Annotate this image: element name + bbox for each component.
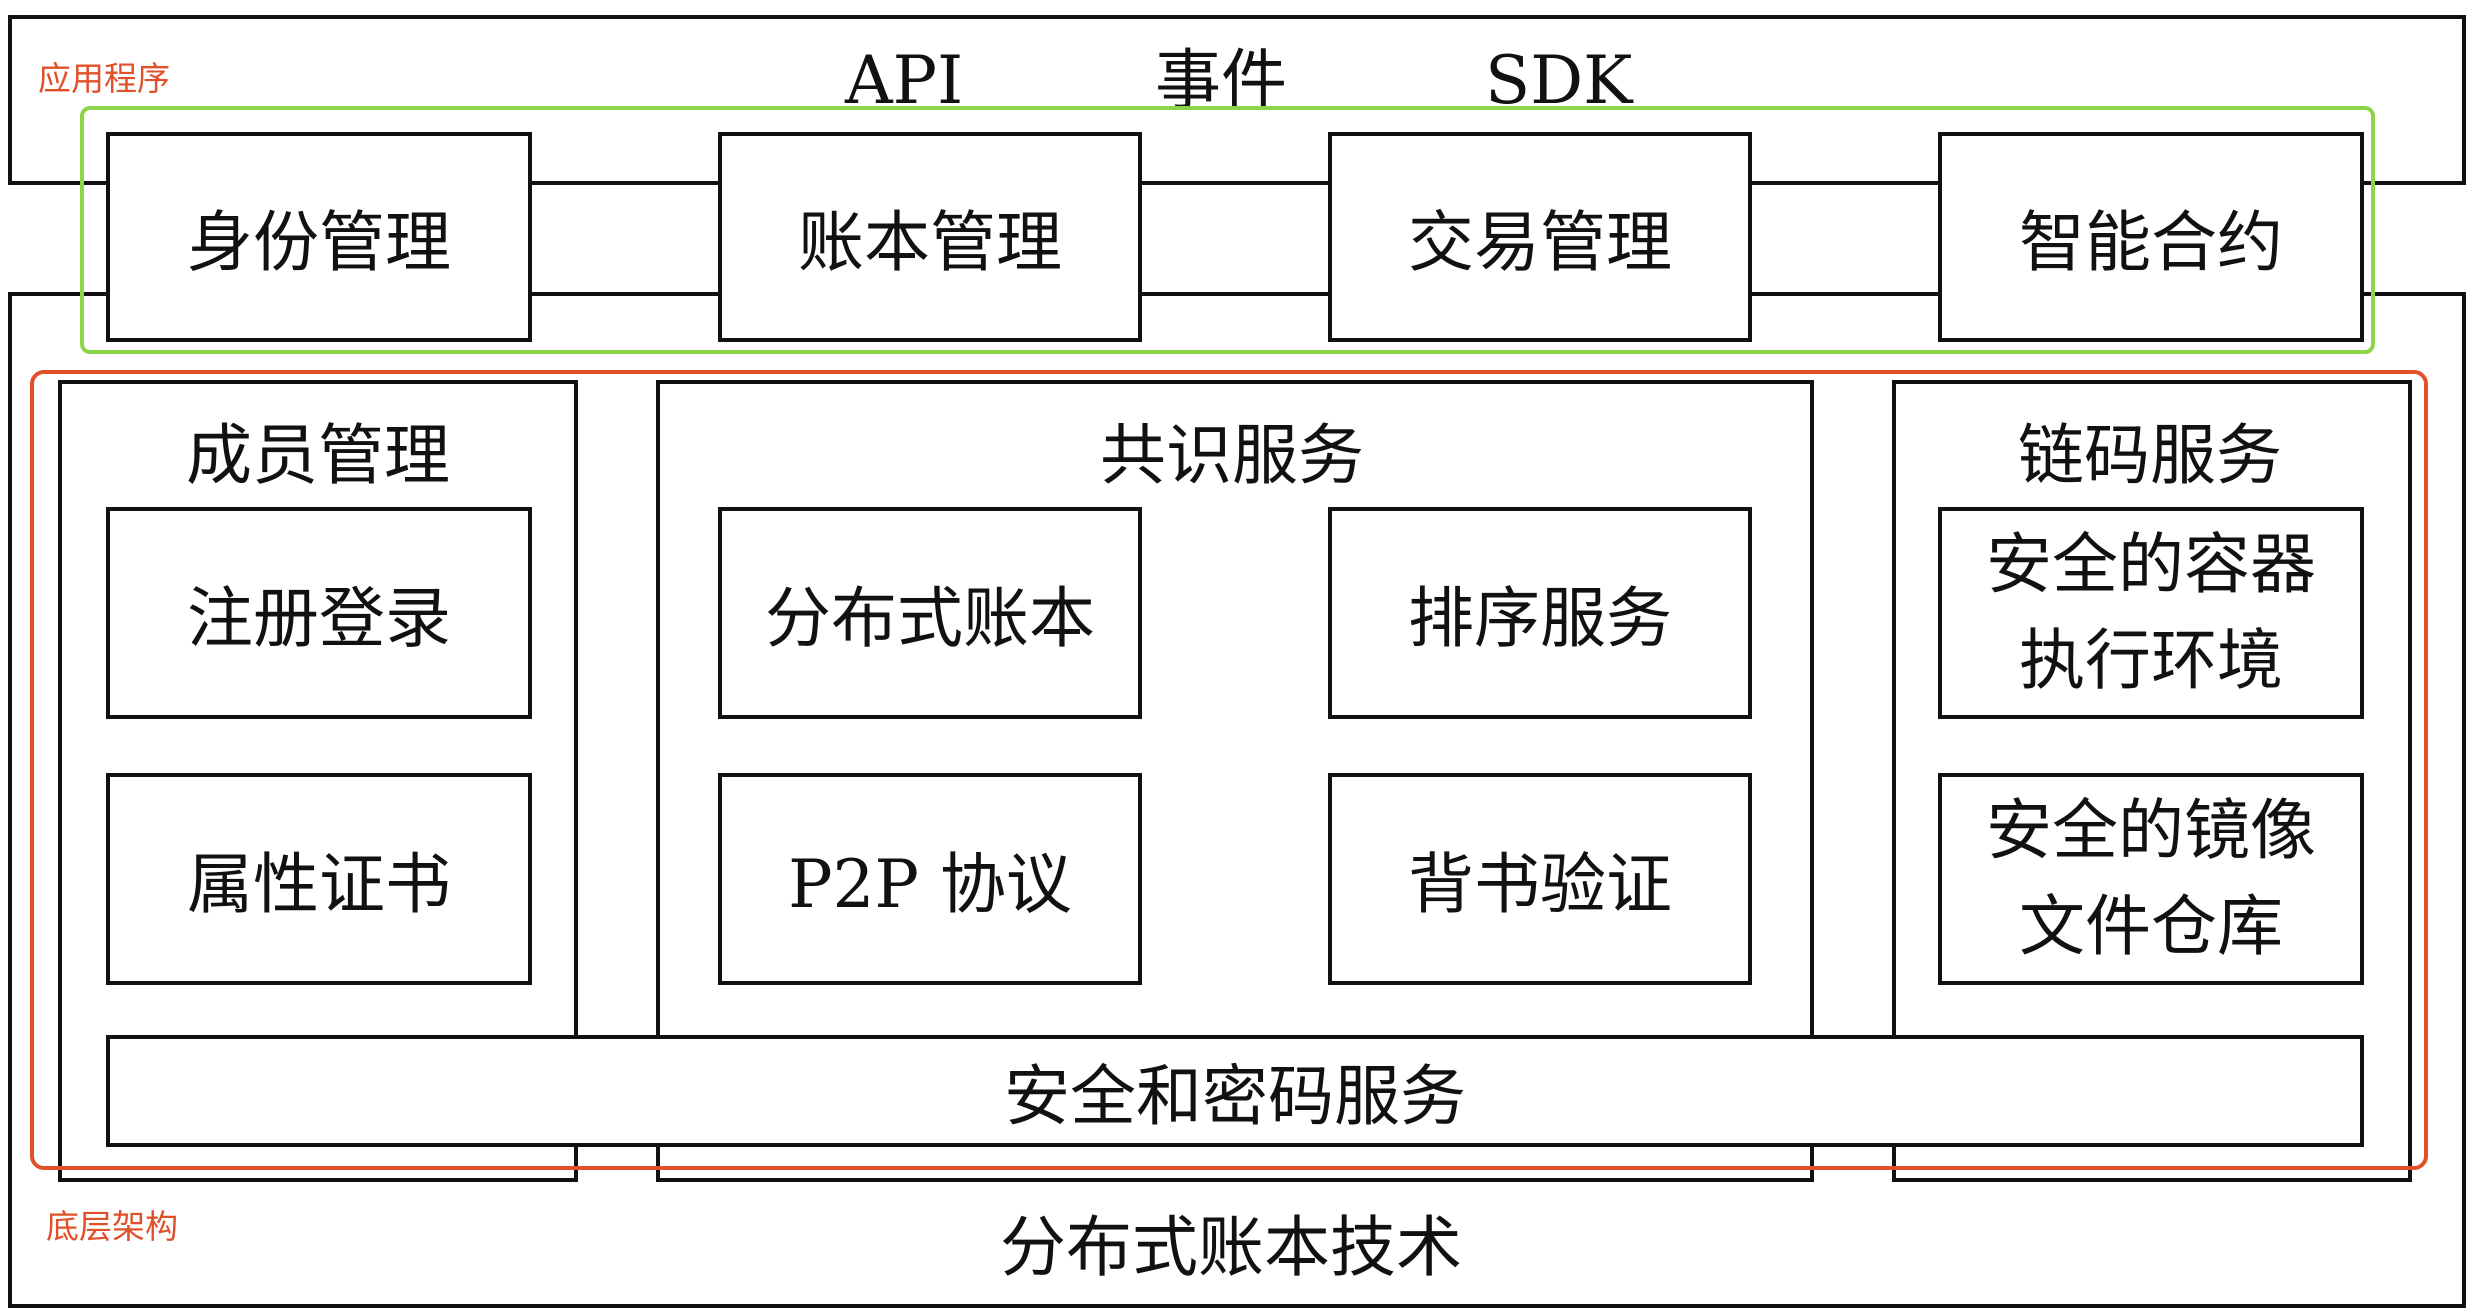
secure-image-line2: 文件仓库 [2019,888,2283,965]
distributed-ledger-tech-label: 分布式账本技术 [1000,1209,1462,1286]
base-layer-annotation: 底层架构 [46,1207,178,1246]
secure-container-box: 安全的容器 执行环境 [1938,507,2364,719]
security-crypto-bar: 安全和密码服务 [106,1035,2364,1147]
attribute-certificate-box: 属性证书 [106,773,532,985]
membership-title: 成员管理 [186,417,450,494]
sdk-label: SDK [1485,42,1633,119]
ordering-service-box: 排序服务 [1328,507,1752,719]
ledger-management-box: 账本管理 [718,132,1142,342]
secure-container-line2: 执行环境 [2019,622,2283,699]
events-label: 事件 [1155,42,1287,119]
secure-container-line1: 安全的容器 [1986,526,2316,604]
base-layer-outline [30,370,2428,1170]
transaction-management-box: 交易管理 [1328,132,1752,342]
consensus-title: 共识服务 [1100,417,1364,494]
endorsement-verification-box: 背书验证 [1328,773,1752,985]
app-layer-outline [80,106,2375,354]
api-label: API [845,42,964,119]
distributed-ledger-box: 分布式账本 [718,507,1142,719]
chaincode-title: 链码服务 [2018,417,2282,494]
secure-image-box: 安全的镜像 文件仓库 [1938,773,2364,985]
app-layer-annotation: 应用程序 [38,59,170,98]
identity-management-box: 身份管理 [106,132,532,342]
smart-contract-box: 智能合约 [1938,132,2364,342]
secure-image-line1: 安全的镜像 [1986,792,2316,870]
p2p-protocol-box: P2P 协议 [718,773,1142,985]
register-login-box: 注册登录 [106,507,532,719]
